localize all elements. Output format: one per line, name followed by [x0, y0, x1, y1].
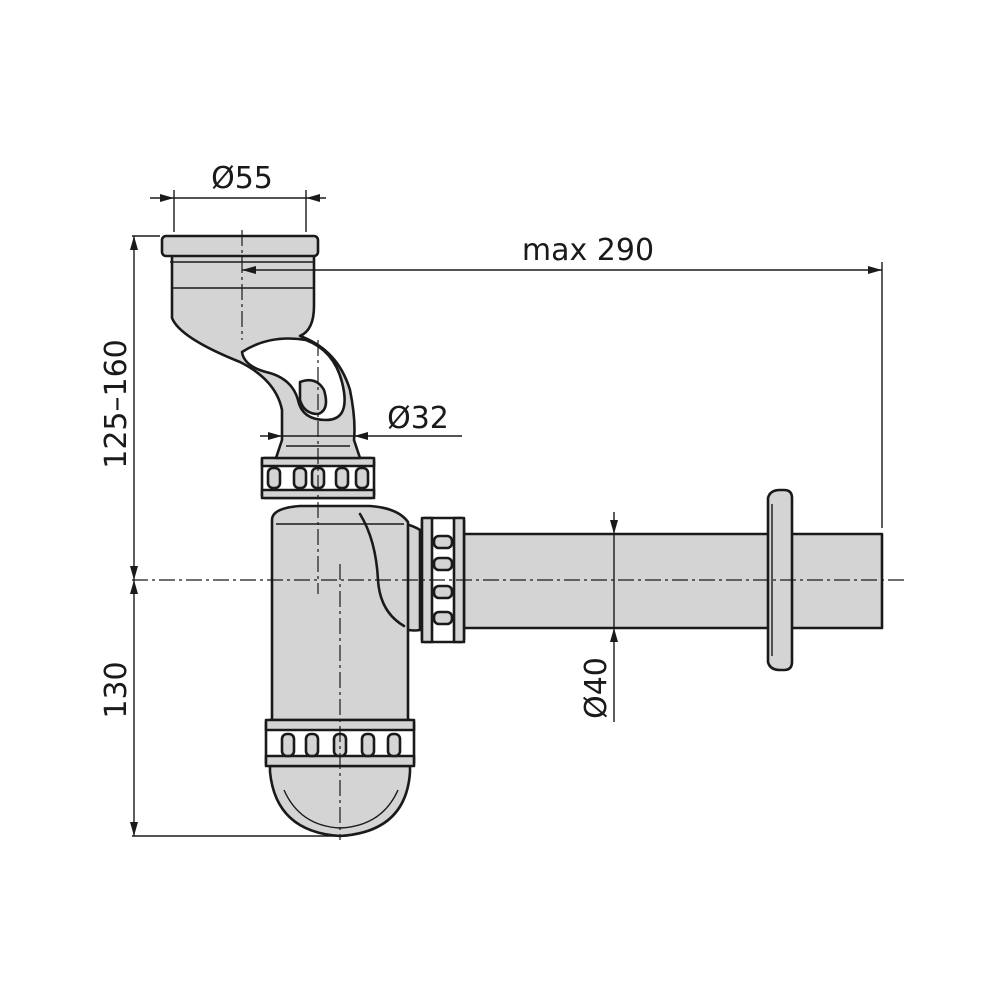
- label-height-range: 125–160: [99, 339, 134, 469]
- label-inlet-diameter: Ø55: [211, 161, 273, 196]
- label-tail-diameter: Ø32: [387, 401, 449, 436]
- dimension-inlet-diameter: Ø55: [150, 161, 326, 232]
- dimension-base-height: 130: [99, 580, 340, 837]
- inlet-fitting: [160, 234, 362, 460]
- dimension-outlet-diameter: Ø40: [579, 512, 618, 722]
- center-lines: [132, 230, 904, 840]
- outlet-pipe: [460, 532, 884, 630]
- dimension-tail-diameter: Ø32: [260, 401, 462, 440]
- dimension-max-length: max 290: [242, 233, 883, 528]
- label-base-height: 130: [99, 661, 134, 718]
- dimension-height-range: 125–160: [99, 235, 160, 580]
- bottle-body: [270, 504, 422, 724]
- label-max-length: max 290: [522, 233, 654, 268]
- label-outlet-diameter: Ø40: [579, 657, 614, 719]
